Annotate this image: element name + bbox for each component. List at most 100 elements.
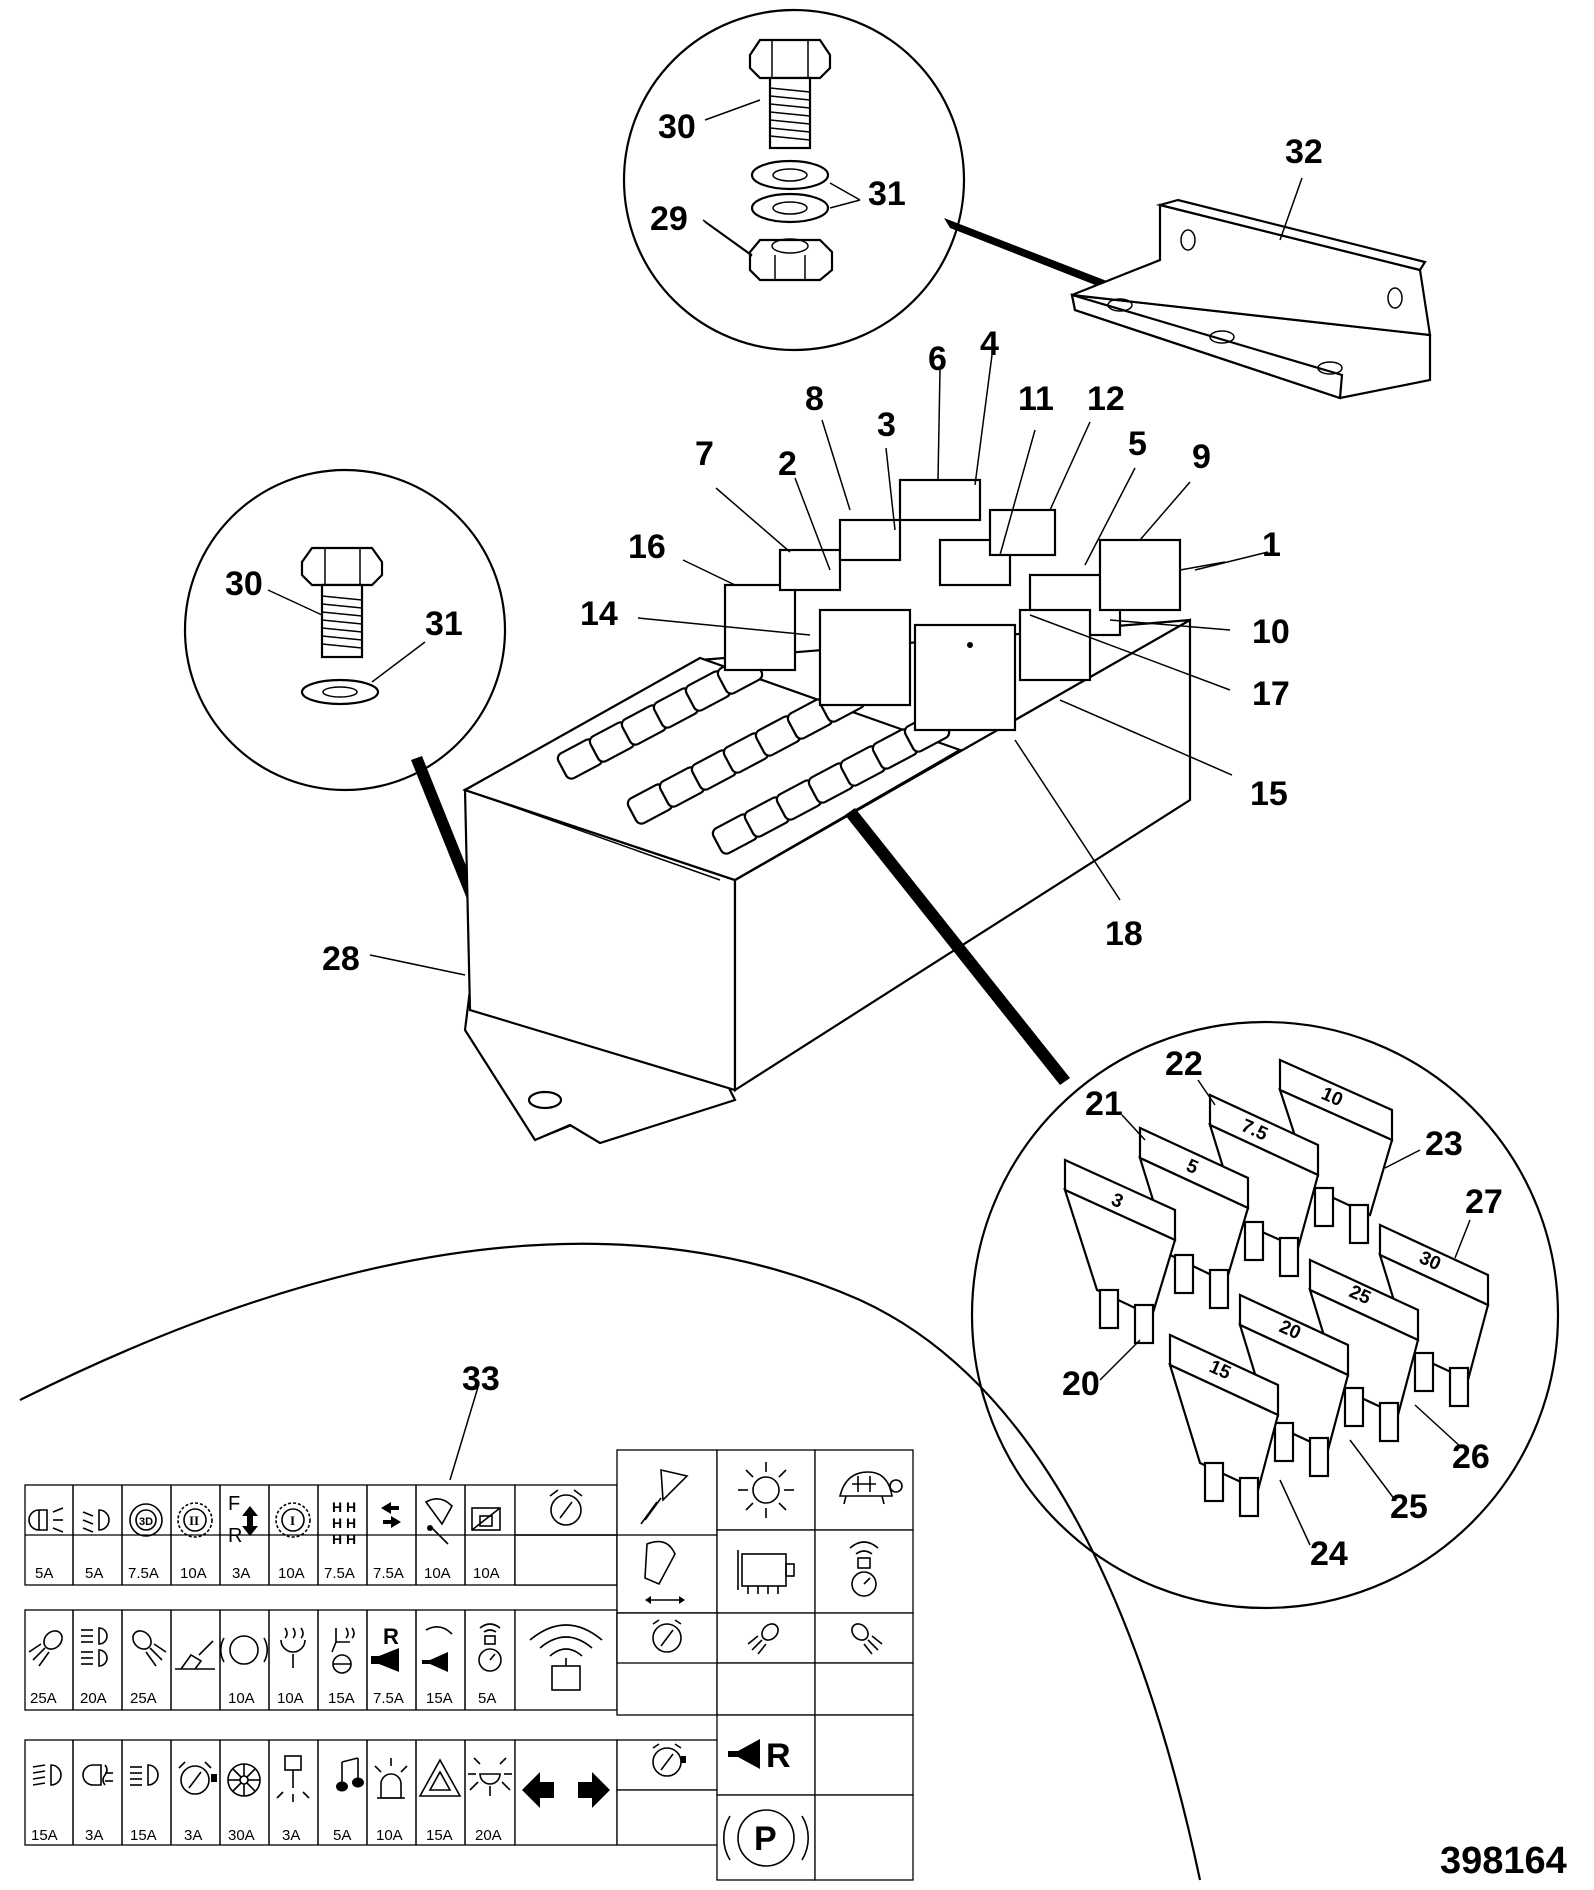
svg-text:I: I (290, 1513, 295, 1528)
callout-22: 22 (1165, 1045, 1203, 1083)
forward-letter: F (228, 1493, 240, 1515)
horn-reverse-letter: R (766, 1737, 791, 1775)
glow-plug-icon (276, 1755, 310, 1802)
radar-icon (529, 1624, 603, 1691)
fuse-blade-3: 3 (1063, 1158, 1177, 1345)
callout-10: 10 (1252, 613, 1290, 651)
svg-text:H H: H H (332, 1531, 356, 1547)
amp-r2-3: 25A (130, 1690, 157, 1707)
amp-r2-7: 7.5A (373, 1690, 404, 1707)
gear-ii-icon: II (177, 1502, 213, 1538)
ignition-icon-2 (652, 1619, 682, 1653)
shuttle-arrows-icon (381, 1502, 401, 1528)
ignition-icon-4 (652, 1743, 686, 1777)
row2-icons: R (28, 1623, 603, 1691)
amp-r1-8: 7.5A (373, 1565, 404, 1582)
callout-24: 24 (1310, 1535, 1348, 1573)
amp-r2-2: 20A (80, 1690, 107, 1707)
row2-amps: 25A 20A 25A 10A 10A 15A 7.5A 15A 5A (30, 1690, 496, 1707)
amp-r3-4: 3A (184, 1827, 202, 1844)
beacon-lamp-icon (374, 1758, 408, 1799)
amp-r3-1: 15A (31, 1827, 58, 1844)
gear-i-icon: I (275, 1502, 311, 1538)
horn-icon: R (728, 1737, 791, 1775)
bucket-level-icon (175, 1640, 215, 1670)
right-upper-icons (640, 1462, 903, 1604)
amp-r2-6: 15A (328, 1690, 355, 1707)
hhh-icon: H H H H H H (332, 1499, 356, 1547)
relays (723, 478, 1226, 732)
callout-3: 3 (877, 406, 896, 444)
drawing-number: 398164 (1440, 1840, 1567, 1882)
amp-r1-6: 10A (278, 1565, 305, 1582)
callout-7: 7 (695, 435, 714, 473)
main-beam-icon-2 (32, 1764, 62, 1786)
callout-9: 9 (1192, 438, 1211, 476)
fuse-blade-7.5: 7.5 (1208, 1093, 1320, 1278)
callout-28: 28 (322, 940, 360, 978)
seat-icon (331, 1627, 355, 1674)
fog-icon (82, 1764, 113, 1786)
interior-light-icon (468, 1757, 512, 1796)
label-detail-arc (19, 1242, 1202, 1881)
work-light-icon (640, 1468, 689, 1525)
callout-11: 11 (1018, 380, 1054, 418)
main-beam-icon (81, 1627, 108, 1667)
callout-26: 26 (1452, 1438, 1490, 1476)
work-lamp-icon-c (747, 1623, 779, 1655)
fuse-blade-5: 5 (1138, 1126, 1250, 1310)
leader-lines (369, 221, 1269, 976)
amp-r1-9: 10A (424, 1565, 451, 1582)
bucket-icon (644, 1540, 685, 1604)
mounting-bracket (1070, 177, 1432, 400)
reverse-horn-letter: R (383, 1624, 399, 1649)
ignition-icon-3 (178, 1761, 217, 1795)
amp-r3-7: 5A (333, 1827, 351, 1844)
row1-icons: 3D II F R I H H H H H H (28, 1489, 583, 1547)
nut-top (748, 238, 834, 282)
reverse-letter: R (228, 1525, 242, 1547)
amp-r2-5: 10A (277, 1690, 304, 1707)
svg-text:3D: 3D (139, 1516, 153, 1528)
amp-r1-4: 10A (180, 1565, 207, 1582)
rear-wiper-icon (471, 1507, 501, 1531)
fuse-blade-30: 30 (1378, 1223, 1490, 1408)
park-letter: P (754, 1820, 777, 1858)
amp-r1-3: 7.5A (128, 1565, 159, 1582)
callout-21: 21 (1085, 1085, 1123, 1123)
fan-icon (227, 1763, 261, 1797)
forward-reverse-icon: F R (228, 1493, 258, 1547)
reverse-horn-icon: R (371, 1624, 399, 1672)
callout-14: 14 (580, 595, 618, 633)
amp-r3-3: 15A (130, 1827, 157, 1844)
row3-icons: R P (32, 1737, 809, 1867)
callout-18: 18 (1105, 915, 1143, 953)
wiper-icon (424, 1498, 453, 1545)
park-brake-icon: P (723, 1809, 809, 1867)
amp-r3-10: 20A (475, 1827, 502, 1844)
amp-r2-4: 10A (228, 1690, 255, 1707)
callout-27: 27 (1465, 1183, 1503, 1221)
diff-lock-icon: 3D (129, 1503, 163, 1537)
amp-r1-2: 5A (85, 1565, 103, 1582)
timer-icon (478, 1623, 502, 1672)
callout-32: 32 (1285, 133, 1323, 171)
amp-r1-5: 3A (232, 1565, 250, 1582)
ignition-icon (549, 1489, 583, 1526)
callout-33: 33 (462, 1360, 500, 1398)
washers-top (750, 159, 830, 224)
brake-icon (220, 1635, 268, 1665)
right-middle-icons (652, 1619, 883, 1655)
indicator-arrows-icon (522, 1772, 610, 1808)
amp-r3-5: 30A (228, 1827, 255, 1844)
callout-2: 2 (778, 445, 797, 483)
fuse-blade-10: 10 (1278, 1058, 1394, 1245)
svg-text:II: II (189, 1513, 199, 1528)
amp-r3-6: 3A (282, 1827, 300, 1844)
amp-r2-8: 15A (426, 1690, 453, 1707)
side-light-icon (28, 1507, 64, 1533)
callout-16: 16 (628, 528, 666, 566)
callout-31-top: 31 (868, 175, 906, 213)
work-lamp-icon-b (132, 1630, 167, 1667)
